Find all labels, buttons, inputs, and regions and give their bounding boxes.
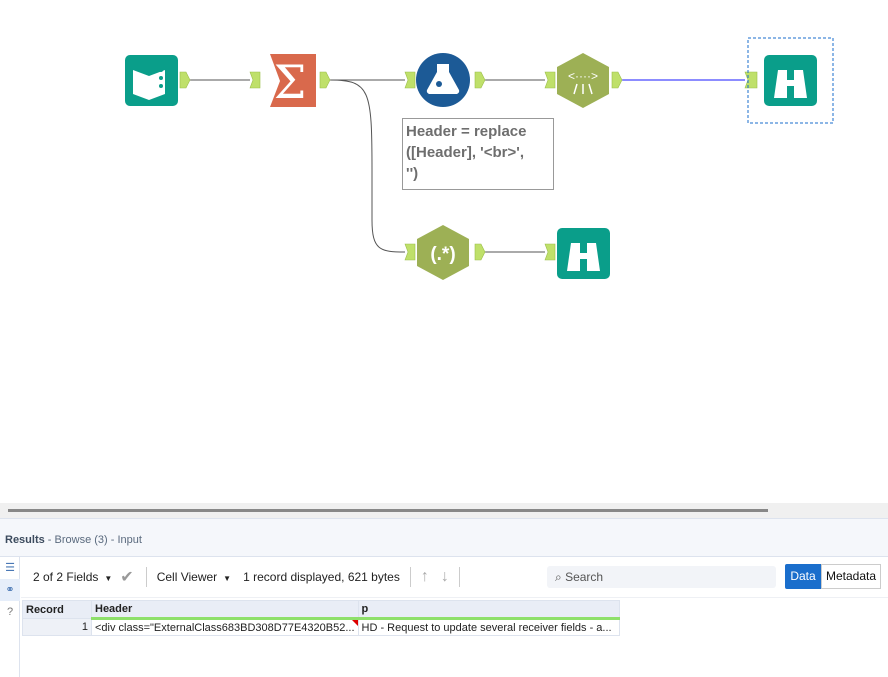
svg-text:(.*): (.*): [430, 244, 455, 265]
input-anchor: [744, 71, 758, 89]
horizontal-scrollbar[interactable]: [0, 503, 888, 518]
input-anchor: [404, 243, 416, 261]
divider: [409, 567, 411, 587]
chevron-down-icon: ▼: [104, 574, 113, 583]
input-data-tool[interactable]: [125, 55, 178, 106]
cell-viewer-dropdown[interactable]: Cell Viewer▼: [156, 570, 232, 584]
table-header-row: Record Header p: [22, 600, 620, 620]
column-header-record[interactable]: Record: [22, 600, 92, 619]
record-summary: 1 record displayed, 621 bytes: [243, 570, 400, 584]
cell-p[interactable]: HD - Request to update several receiver …: [357, 618, 620, 636]
data-tab-button[interactable]: Data: [785, 564, 821, 589]
results-subtitle: - Browse (3) - Input: [44, 534, 142, 546]
workflow-canvas[interactable]: Σ <····> (.*): [0, 0, 888, 503]
chevron-down-icon: ▼: [223, 574, 232, 583]
scrollbar-thumb[interactable]: [8, 509, 768, 512]
output-anchor: [611, 71, 623, 89]
regex-tool[interactable]: (.*): [417, 225, 469, 280]
results-table: Record Header p 1 <div class="ExternalCl…: [22, 600, 620, 636]
selection-box: [747, 37, 834, 124]
divider: [145, 567, 147, 587]
svg-text:Σ: Σ: [274, 55, 307, 109]
input-anchor: [249, 71, 261, 89]
output-anchor: [179, 71, 191, 89]
column-header-header[interactable]: Header: [91, 600, 359, 620]
results-title: Results: [5, 534, 45, 546]
help-icon[interactable]: ?: [6, 606, 14, 618]
arrow-up-icon[interactable]: ↑: [420, 568, 429, 585]
output-anchor: [474, 243, 486, 261]
output-anchor: [474, 71, 486, 89]
xml-parse-tool[interactable]: <····>: [557, 53, 609, 108]
browse-tool[interactable]: [764, 55, 817, 106]
results-side-strip: ☰ ⚭ ?: [0, 557, 20, 677]
summarize-tool[interactable]: Σ: [270, 54, 316, 109]
formula-tool[interactable]: [416, 53, 470, 107]
list-icon[interactable]: ☰: [5, 562, 15, 574]
cell-record[interactable]: 1: [22, 618, 92, 636]
arrow-down-icon[interactable]: ↓: [440, 568, 449, 585]
input-anchor: [544, 243, 556, 261]
table-row: 1 <div class="ExternalClass683BD308D77E4…: [22, 618, 620, 636]
input-anchor: [404, 71, 416, 89]
divider: [458, 567, 460, 587]
metadata-tab-button[interactable]: Metadata: [821, 564, 881, 589]
output-anchor: [319, 71, 331, 89]
browse-tool[interactable]: [557, 228, 610, 279]
fields-dropdown[interactable]: 2 of 2 Fields▼: [33, 570, 113, 584]
checkmark-icon[interactable]: ✔: [120, 569, 134, 586]
search-icon: ⌕: [555, 570, 562, 584]
formula-annotation: Header = replace ([Header], '<br>', ''): [402, 118, 554, 190]
input-anchor: [544, 71, 556, 89]
results-header: Results - Browse (3) - Input: [0, 518, 888, 557]
cell-header[interactable]: <div class="ExternalClass683BD308D77E432…: [91, 618, 359, 636]
svg-text:<····>: <····>: [568, 69, 598, 83]
binoculars-icon[interactable]: ⚭: [0, 579, 20, 601]
results-toolbar: 2 of 2 Fields▼ ✔ Cell Viewer▼ 1 record d…: [21, 557, 888, 598]
column-header-p[interactable]: p: [357, 600, 620, 620]
search-input[interactable]: ⌕ Search: [547, 566, 776, 588]
